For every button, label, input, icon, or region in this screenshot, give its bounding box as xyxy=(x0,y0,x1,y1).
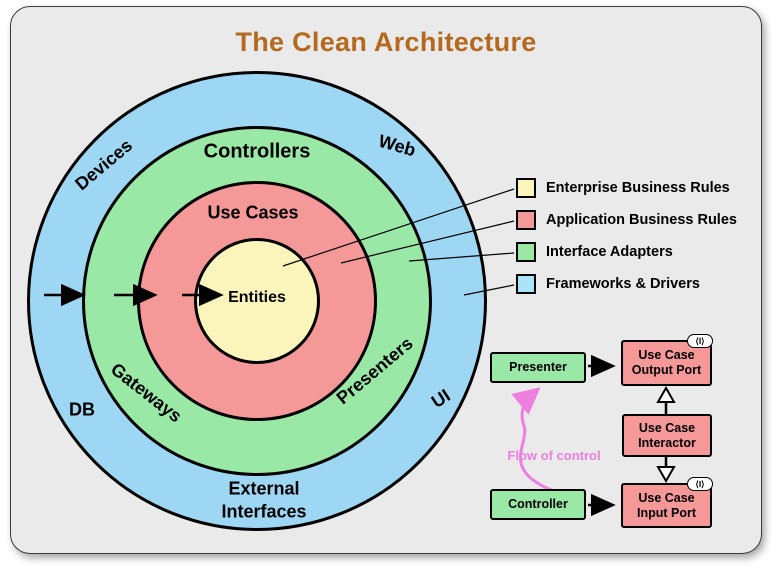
legend-item-interface-adapters: Interface Adapters xyxy=(516,242,737,262)
presenter-box-label: Presenter xyxy=(509,360,567,374)
presenter-box: Presenter xyxy=(490,352,586,383)
label-external-line2: Interfaces xyxy=(221,501,307,521)
label-external-interfaces: External Interfaces xyxy=(184,478,344,523)
page-title: The Clean Architecture xyxy=(235,27,537,57)
label-external-line1: External xyxy=(228,478,300,499)
input-port-line2: Input Port xyxy=(636,505,696,520)
controller-box-label: Controller xyxy=(508,497,568,511)
label-use-cases: Use Cases xyxy=(207,202,299,223)
label-entities: Entities xyxy=(228,289,286,306)
output-port-line2: Output Port xyxy=(631,363,702,377)
interactor-line2: Interactor xyxy=(638,435,696,450)
legend-swatch-red xyxy=(516,210,536,230)
legend-label-adapters: Interface Adapters xyxy=(546,244,673,260)
legend-item-enterprise-business-rules: Enterprise Business Rules xyxy=(516,178,737,198)
output-port-interface-icon: ⟨I⟩ xyxy=(687,334,713,348)
use-case-output-port-box: Use Case Output Port xyxy=(621,340,712,386)
input-port-line1: Use Case xyxy=(638,490,695,505)
legend-swatch-blue xyxy=(516,274,536,294)
flow-of-control-label: Flow of control xyxy=(507,448,601,463)
legend-label-application: Application Business Rules xyxy=(546,212,737,228)
label-controllers: Controllers xyxy=(203,140,311,163)
output-port-line1: Use Case xyxy=(638,348,695,362)
controller-box: Controller xyxy=(490,489,586,520)
legend-swatch-green xyxy=(516,242,536,262)
input-port-interface-icon: ⟨I⟩ xyxy=(687,477,713,491)
label-db: DB xyxy=(69,399,95,420)
legend-label-enterprise: Enterprise Business Rules xyxy=(546,180,730,196)
use-case-interactor-box: Use Case Interactor xyxy=(622,414,712,457)
legend: Enterprise Business Rules Application Bu… xyxy=(516,178,737,306)
interactor-line1: Use Case xyxy=(638,420,696,435)
legend-label-frameworks: Frameworks & Drivers xyxy=(546,276,700,292)
legend-item-frameworks-drivers: Frameworks & Drivers xyxy=(516,274,737,294)
legend-item-application-business-rules: Application Business Rules xyxy=(516,210,737,230)
legend-swatch-yellow xyxy=(516,178,536,198)
